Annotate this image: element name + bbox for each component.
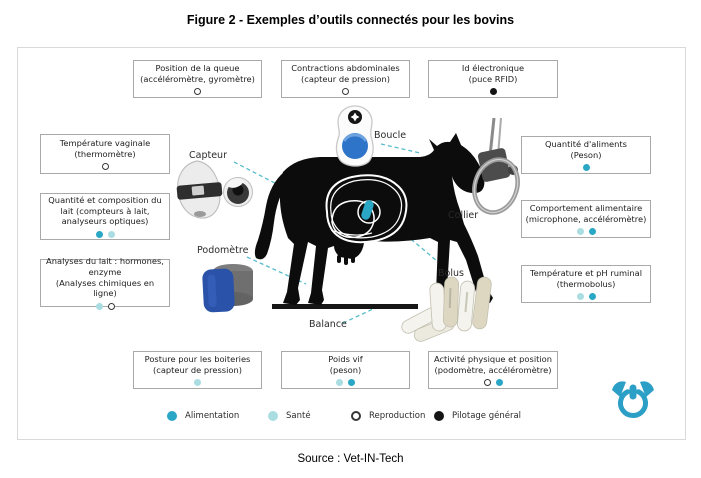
box-subtext: (microphone, accéléromètre)	[525, 213, 647, 224]
box-position-queue: Position de la queue (accéléromètre, gyr…	[133, 60, 262, 98]
label-podometre: Podomètre	[197, 245, 249, 256]
box-subtext: (podomètre, accéléromètre)	[434, 364, 552, 375]
box-subtext: (capteur de pression)	[153, 364, 242, 375]
box-text: Comportement alimentaire	[529, 202, 643, 213]
category-dots	[192, 378, 204, 387]
legend-item-pilotage: Pilotage général	[434, 411, 521, 421]
box-comportement-alimentaire: Comportement alimentaire (microphone, ac…	[521, 200, 651, 238]
box-subtext: (puce RFID)	[468, 73, 518, 84]
sante-dot-icon	[576, 228, 584, 236]
pilotage-dot-icon	[434, 411, 444, 421]
category-dots	[192, 87, 204, 96]
legend-item-alimentation: Alimentation	[167, 411, 239, 421]
alimentation-dot-icon	[582, 164, 590, 172]
box-text: Quantité d'aliments	[545, 138, 627, 149]
category-dots	[574, 292, 598, 301]
box-quantite-composition-lait: Quantité et composition du lait (compteu…	[40, 193, 170, 240]
alimentation-dot-icon	[588, 228, 596, 236]
alimentation-dot-icon	[588, 293, 596, 301]
box-text: Température et pH ruminal	[529, 267, 643, 278]
alimentation-dot-icon	[95, 230, 103, 238]
reproduction-dot-icon	[101, 163, 109, 171]
box-text: Position de la queue	[155, 62, 240, 73]
category-dots	[574, 227, 598, 236]
label-collier: Collier	[448, 210, 479, 221]
box-poids-vif: Poids vif (peson)	[281, 351, 410, 389]
box-contractions-abdominales: Contractions abdominales (capteur de pre…	[281, 60, 410, 98]
box-quantite-aliments: Quantité d'aliments (Peson)	[521, 136, 651, 174]
box-text: Poids vif	[328, 353, 363, 364]
box-text: Quantité et composition du lait (compteu…	[48, 195, 162, 227]
box-activite-physique: Activité physique et position (podomètre…	[428, 351, 558, 389]
category-dots	[99, 162, 111, 171]
figure-title: Figure 2 - Exemples d’outils connectés p…	[186, 13, 515, 27]
category-dots	[580, 163, 592, 172]
box-temperature-vaginale: Température vaginale (thermomètre)	[40, 134, 170, 174]
sante-dot-icon	[107, 230, 115, 238]
reproduction-dot-icon	[107, 302, 115, 310]
legend-label: Pilotage général	[452, 411, 522, 421]
box-subtext: (thermomètre)	[74, 148, 136, 159]
legend-label: Santé	[286, 411, 311, 421]
source-caption: Source : Vet-IN-Tech	[297, 453, 404, 465]
category-dots	[481, 378, 505, 387]
sante-dot-icon	[576, 293, 584, 301]
sante-dot-icon	[336, 379, 343, 387]
box-subtext: (Peson)	[570, 149, 602, 160]
box-id-electronique: Id électronique (puce RFID)	[428, 60, 558, 98]
reproduction-dot-icon	[351, 411, 361, 421]
legend-label: Reproduction	[369, 411, 426, 421]
legend-item-reproduction: Reproduction	[351, 411, 425, 421]
sante-dot-icon	[268, 411, 278, 421]
box-text: Id électronique	[461, 62, 525, 73]
sante-dot-icon	[194, 379, 201, 387]
category-dots	[334, 378, 358, 387]
alimentation-dot-icon	[167, 411, 177, 421]
category-dots	[340, 87, 352, 96]
box-subtext: (accéléromètre, gyromètre)	[140, 73, 255, 84]
label-bolus: Bolus	[438, 268, 464, 279]
box-text: Posture pour les boiteries	[144, 353, 251, 364]
box-text: Contractions abdominales	[291, 62, 400, 73]
box-subtext: (peson)	[329, 364, 362, 375]
box-text: Analyses du lait : hormones, enzyme	[46, 256, 164, 277]
category-dots	[487, 87, 499, 96]
box-temperature-ph-ruminal: Température et pH ruminal (thermobolus)	[521, 265, 651, 303]
box-text: Activité physique et position	[433, 353, 553, 364]
legend-item-sante: Santé	[268, 411, 311, 421]
label-balance: Balance	[309, 319, 347, 330]
alimentation-dot-icon	[348, 379, 355, 387]
category-dots	[93, 230, 117, 238]
label-boucle: Boucle	[374, 130, 407, 141]
box-subtext: (Analyses chimiques en ligne)	[55, 277, 155, 299]
reproduction-dot-icon	[342, 88, 349, 96]
alimentation-dot-icon	[495, 379, 503, 387]
category-dots	[93, 302, 117, 310]
reproduction-dot-icon	[483, 379, 491, 387]
sante-dot-icon	[95, 302, 103, 310]
legend-label: Alimentation	[185, 411, 240, 421]
box-subtext: (capteur de pression)	[301, 73, 390, 84]
box-subtext: (thermobolus)	[556, 278, 616, 289]
box-analyses-lait: Analyses du lait : hormones, enzyme (Ana…	[40, 256, 170, 310]
box-posture-boiteries: Posture pour les boiteries (capteur de p…	[133, 351, 262, 389]
pilotage-dot-icon	[489, 88, 497, 96]
legend: Alimentation Santé Reproduction Pilotage…	[0, 409, 701, 427]
label-capteur: Capteur	[189, 150, 227, 161]
reproduction-dot-icon	[194, 88, 201, 96]
box-text: Température vaginale	[59, 137, 151, 148]
